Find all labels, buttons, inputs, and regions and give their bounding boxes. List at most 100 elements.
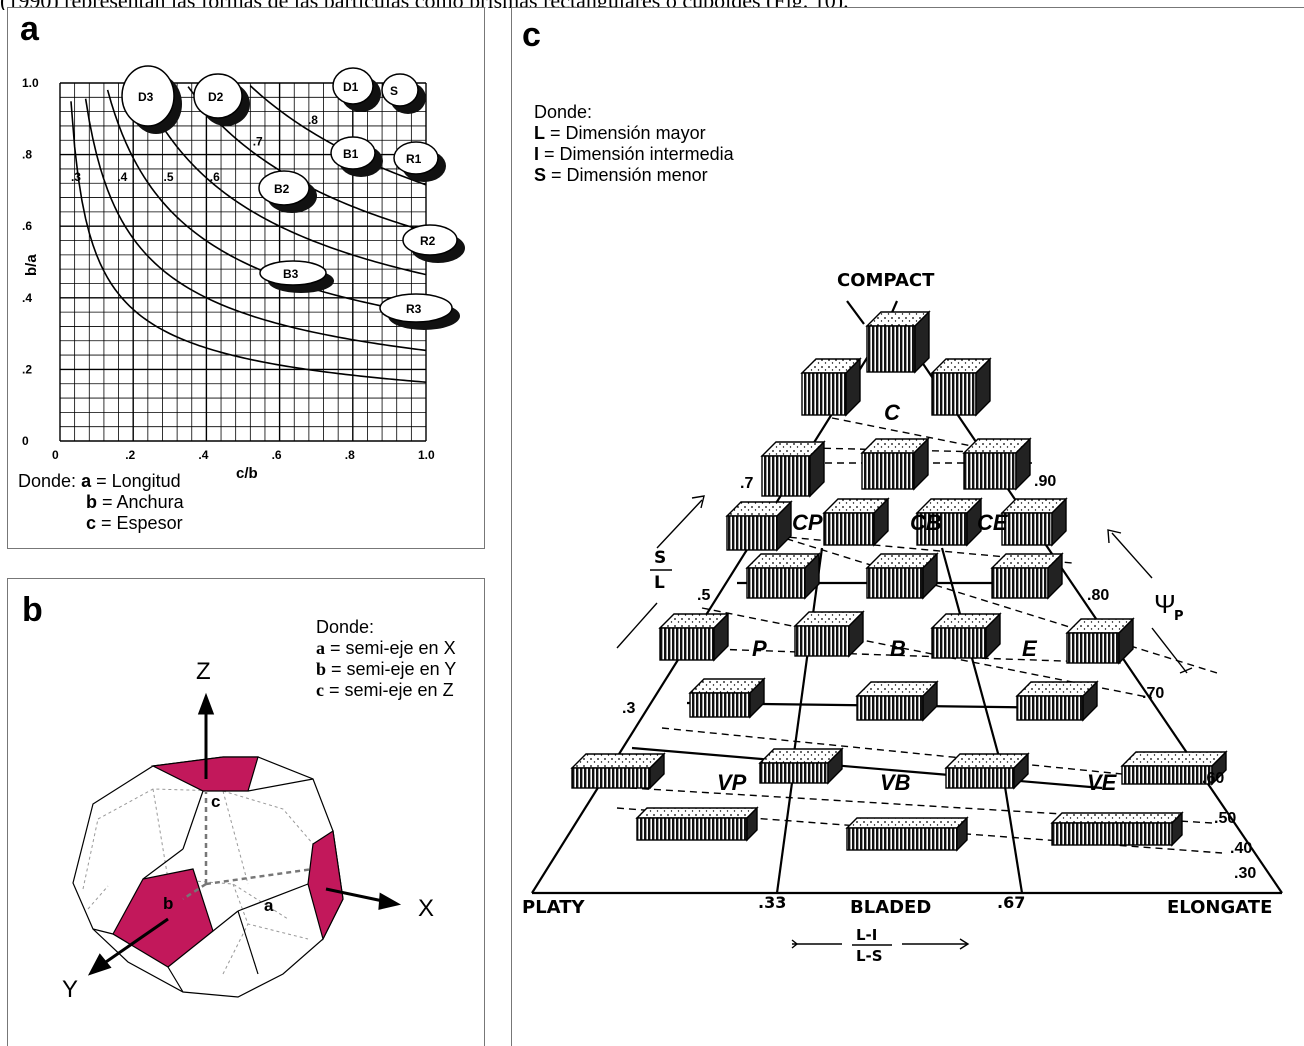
particle-shape: D2 xyxy=(193,73,250,126)
base-label-067: .67 xyxy=(997,893,1025,912)
legend-text: = Dimensión menor xyxy=(551,165,708,185)
shape-label: B3 xyxy=(283,267,299,281)
right-axis-subscript: P xyxy=(1174,609,1184,624)
scale-label: .3 xyxy=(622,700,635,717)
shape-label: D2 xyxy=(208,90,224,104)
particle-block xyxy=(760,440,826,498)
panel-c-legend: Donde: L = Dimensión mayor I = Dimensión… xyxy=(534,102,734,186)
left-axis-denominator: L xyxy=(654,573,665,593)
legend-text: = Espesor xyxy=(101,513,183,533)
scale-label: .30 xyxy=(1234,865,1256,882)
x-arrow-icon xyxy=(378,892,402,910)
y-tick-label: .8 xyxy=(22,148,32,162)
particle-block xyxy=(855,680,939,722)
shape-label: S xyxy=(390,84,398,98)
front-face xyxy=(112,868,214,968)
particle-block xyxy=(822,497,890,547)
shape-label: R1 xyxy=(406,152,422,166)
axis-y-label: Y xyxy=(62,976,78,1003)
particle-block xyxy=(635,806,759,842)
legend-key: L xyxy=(534,123,545,143)
particle-shape: D3 xyxy=(121,65,182,134)
sphericity-curves: .3.4.5.6.7.8 xyxy=(70,85,427,383)
scale-label: .90 xyxy=(1034,473,1056,490)
left-axis-numerator: S xyxy=(654,548,666,568)
class-label: E xyxy=(1022,636,1038,661)
right-axis-label: Ψ xyxy=(1154,589,1176,619)
class-label: CB xyxy=(910,510,942,535)
x-tick-label: .4 xyxy=(198,448,208,462)
particle-blocks xyxy=(570,310,1228,852)
particle-shape: R1 xyxy=(393,141,446,182)
panel-a-legend: Donde: a = Longitud b = Anchura c = Espe… xyxy=(18,471,184,534)
side-face xyxy=(307,829,344,941)
sneed-folk-diagram: COMPACT PLATY .33 BLADED .67 ELONGATE C … xyxy=(522,270,1283,965)
particle-block xyxy=(688,677,766,719)
y-axis-label: b/a xyxy=(23,254,40,276)
shape-label: R3 xyxy=(406,302,422,316)
particle-shape: D1 xyxy=(332,67,381,112)
y-tick-label: 1.0 xyxy=(22,76,39,90)
legend-text: = semi-eje en Y xyxy=(331,659,457,679)
x-axis-label: c/b xyxy=(236,465,258,482)
class-label: C xyxy=(884,400,901,425)
legend-text: = Dimensión mayor xyxy=(550,123,706,143)
particle-shape: S xyxy=(381,73,426,114)
x-tick-label: .2 xyxy=(125,448,135,462)
class-label: B xyxy=(890,636,906,661)
axis-z-label: Z xyxy=(196,658,211,685)
particle-block xyxy=(990,552,1064,600)
particle-shape: R2 xyxy=(402,224,465,263)
shape-label: D1 xyxy=(343,80,359,94)
particle-block xyxy=(758,747,844,785)
particle-block xyxy=(845,816,969,852)
particle-block xyxy=(1050,811,1184,847)
particle-block xyxy=(865,310,931,374)
scale-label: .70 xyxy=(1142,685,1164,702)
particle-shape: R3 xyxy=(379,293,460,330)
legend-text: = Dimensión intermedia xyxy=(544,144,734,164)
particle-block xyxy=(1120,750,1228,786)
y-tick-label: .6 xyxy=(22,219,32,233)
bottom-axis-arrow xyxy=(791,938,970,950)
class-label: VP xyxy=(717,770,747,795)
apex-label: COMPACT xyxy=(837,270,935,291)
panel-b-letter: b xyxy=(22,591,43,629)
particle-block xyxy=(962,437,1032,491)
curve-label: .4 xyxy=(117,170,127,184)
scale-label: .5 xyxy=(697,587,710,604)
right-axis-arrow xyxy=(1107,529,1193,674)
curve-label: .6 xyxy=(210,170,220,184)
particle-block xyxy=(930,357,992,417)
particle-block xyxy=(915,497,983,547)
particle-block xyxy=(1000,497,1068,547)
scale-label: .60 xyxy=(1202,770,1224,787)
curve-label: .7 xyxy=(253,134,263,148)
sphericity-curve xyxy=(139,85,427,276)
scale-label: .50 xyxy=(1214,810,1236,827)
y-tick-label: 0 xyxy=(22,434,29,448)
particle-block xyxy=(865,552,939,600)
particle-block xyxy=(1065,617,1135,665)
shape-label: B1 xyxy=(343,147,359,161)
legend-key: b xyxy=(86,492,97,512)
legend-text: = semi-eje en Z xyxy=(329,680,454,700)
class-labels: C CP CB CE P B E VP VB VE xyxy=(717,400,1118,795)
particle-block xyxy=(725,500,793,552)
class-label: VB xyxy=(880,770,911,795)
particle-block xyxy=(1015,680,1099,722)
semi-axes xyxy=(182,791,314,901)
visible-edges xyxy=(92,778,314,993)
scale-label: .40 xyxy=(1230,840,1252,857)
right-scale: .90 .80 .70 .60 .50 .40 .30 xyxy=(1034,473,1256,882)
particle-block xyxy=(793,610,865,658)
shape-label: B2 xyxy=(274,182,290,196)
semi-axis-a-label: a xyxy=(264,896,274,915)
legend-key: a xyxy=(316,638,325,658)
particle-block xyxy=(658,612,730,662)
particle-block xyxy=(800,357,862,417)
semi-axis-b-label: b xyxy=(163,894,173,913)
x-tick-label: .8 xyxy=(345,448,355,462)
